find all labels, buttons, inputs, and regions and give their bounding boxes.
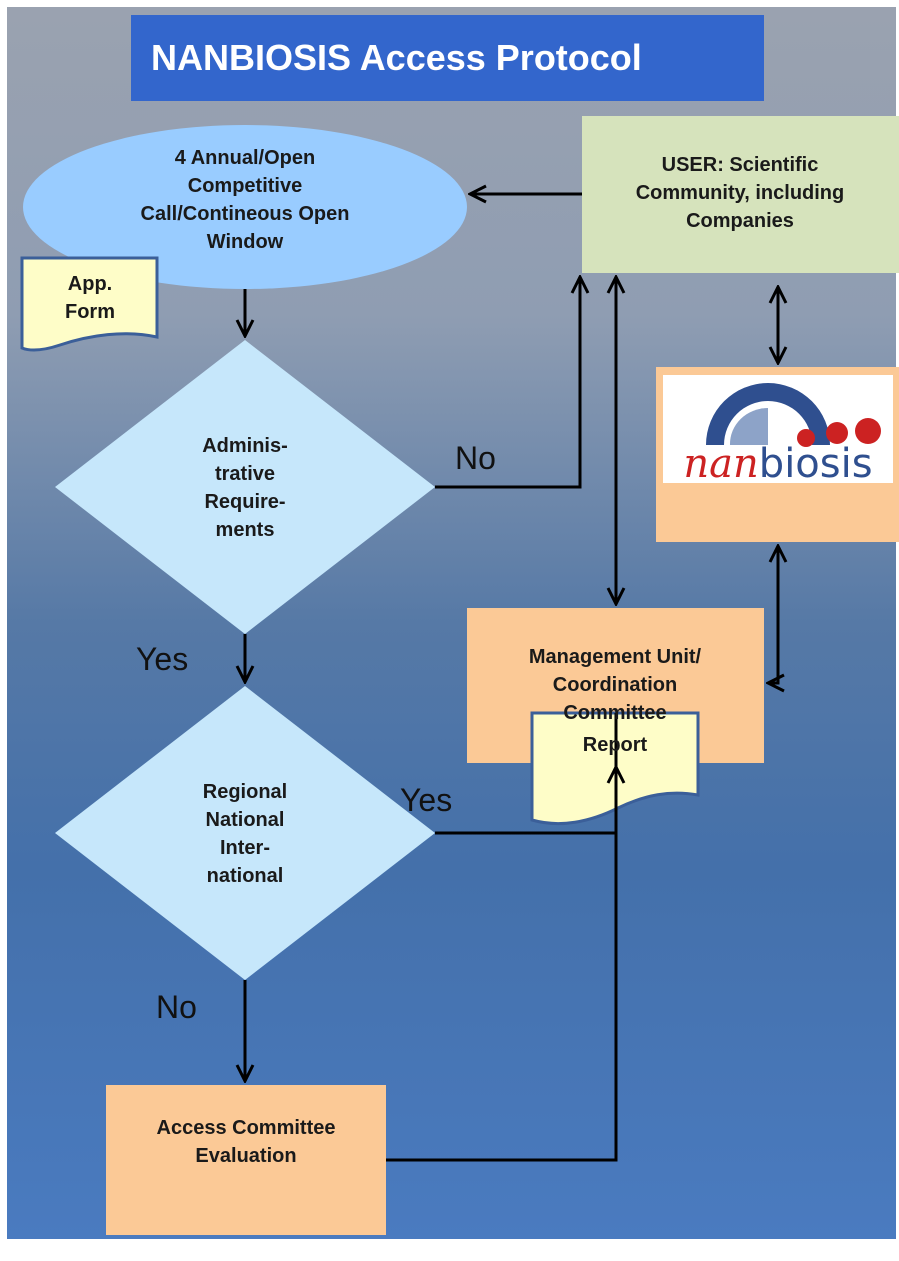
app-form-document — [20, 256, 159, 352]
user-box — [582, 116, 899, 273]
logo-text-plain: biosis — [758, 441, 873, 487]
management-unit-label: Management Unit/ Coordination Committee — [528, 646, 702, 724]
scope-label: Regional National Inter- national — [202, 781, 288, 887]
app-form-label: App. Form — [65, 273, 115, 323]
scope-diamond — [55, 686, 435, 980]
page-title: NANBIOSIS Access Protocol — [131, 15, 764, 101]
admin-requirements-diamond — [55, 340, 435, 634]
line-committee-to-report — [386, 808, 618, 1162]
edge-label-admin-yes: Yes — [136, 641, 189, 677]
edge-label-scope-no: No — [156, 989, 197, 1025]
edge-label-scope-yes: Yes — [400, 782, 453, 818]
report-label: Report — [582, 734, 648, 756]
logo-dot-3 — [855, 418, 881, 444]
access-committee-box — [106, 1085, 386, 1235]
open-call-ellipse — [23, 125, 467, 289]
logo-dot-1 — [797, 429, 815, 447]
logo-dot-2 — [826, 422, 848, 444]
access-committee-label: Access Committee Evaluation — [156, 1117, 336, 1167]
open-call-label: 4 Annual/Open Competitive Call/Contineou… — [140, 147, 350, 253]
logo-arc — [706, 383, 830, 445]
user-label: USER: Scientific Community, including Co… — [635, 154, 845, 232]
logo-text-italic: nan — [683, 441, 759, 487]
edge-label-admin-no: No — [455, 440, 496, 476]
arrow-logo-management — [768, 546, 778, 683]
admin-requirements-label: Adminis- trative Require- ments — [202, 435, 288, 541]
logo-inner-arc — [729, 408, 768, 445]
arrow-admin-no-to-user — [435, 277, 580, 489]
